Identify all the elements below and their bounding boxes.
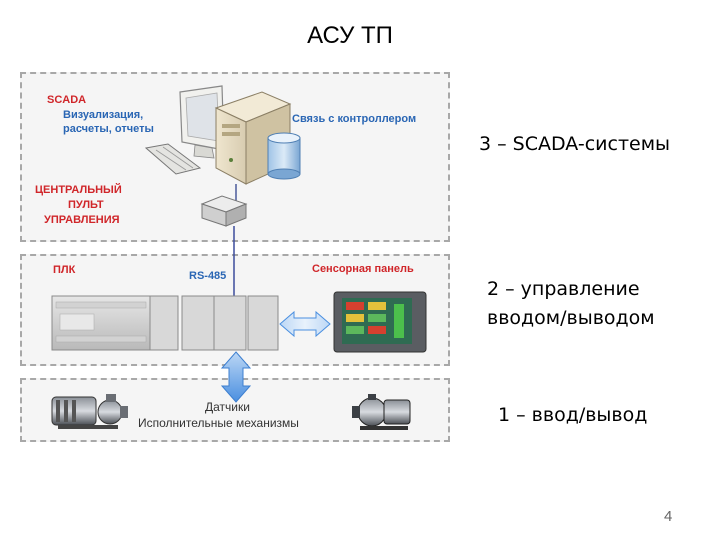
actuators-label: Исполнительные механизмы [138,416,299,430]
pump-right-icon [352,394,411,430]
level2-text-line1: 2 – управление [487,278,640,300]
sensors-label: Датчики [205,400,250,414]
control-center-label-line1: ЦЕНТРАЛЬНЫЙ [35,184,122,196]
touch-panel-icon [333,291,427,353]
visualization-label-line1: Визуализация, [63,109,144,121]
keyboard-icon [144,143,202,175]
interface-converter-icon [200,195,248,227]
plc-controller-icon [51,295,279,351]
scada-label: SCADA [47,94,87,106]
rs485-label: RS-485 [189,270,227,282]
level2-text-line2: вводом/выводом [487,307,655,329]
plc-field-arrow-icon [220,351,252,403]
page-number: 4 [664,508,673,525]
slide-title: АСУ ТП [307,22,393,49]
monitor-icon [179,85,225,159]
pump-left-icon [51,394,128,429]
level3-text: 3 – SCADA-системы [479,133,671,155]
controller-link-label: Связь с контроллером [292,113,417,125]
plc-label: ПЛК [53,264,76,276]
control-center-label-line2: ПУЛЬТ [68,199,104,211]
database-icon [267,132,301,180]
control-center-label-line3: УПРАВЛЕНИЯ [44,214,120,226]
touch-panel-label: Сенсорная панель [312,263,414,275]
visualization-label-line2: расчеты, отчеты [63,123,154,135]
level1-text: 1 – ввод/вывод [498,404,648,426]
plc-touchpanel-arrow-icon [279,310,331,338]
